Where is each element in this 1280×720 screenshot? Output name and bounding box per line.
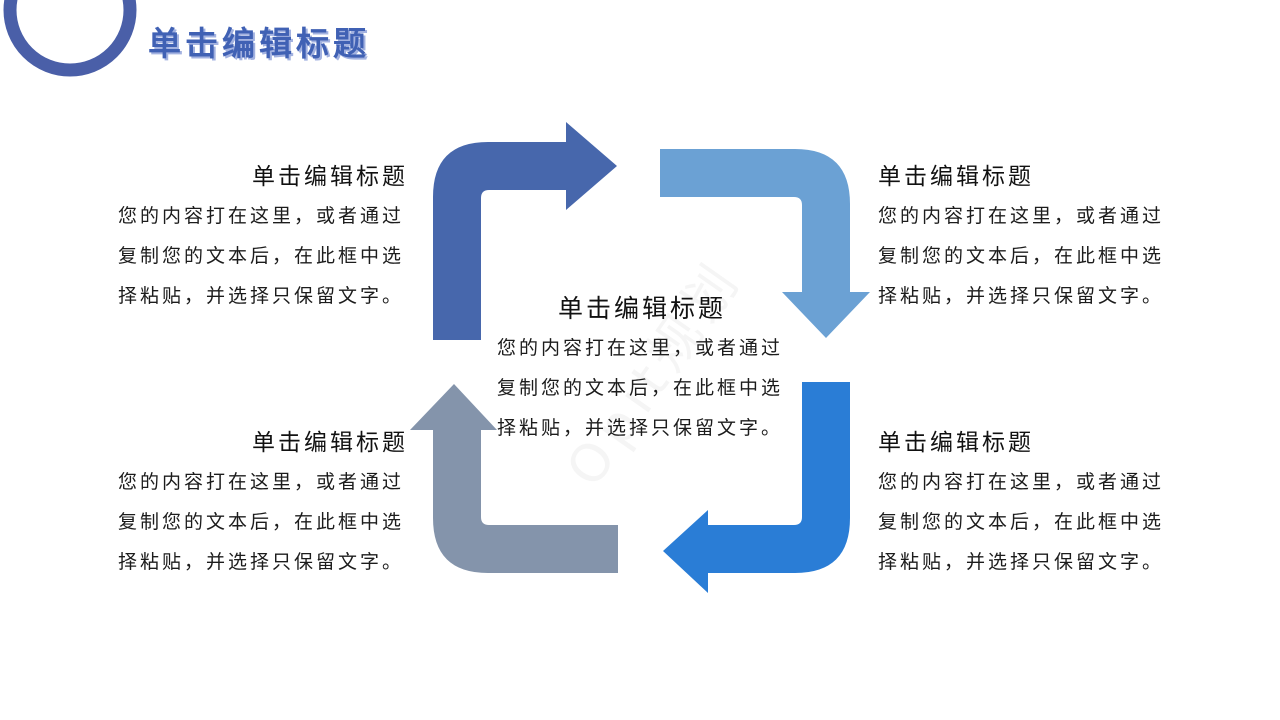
text-block-title[interactable]: 单击编辑标题 — [252, 430, 408, 456]
text-block-title[interactable]: 单击编辑标题 — [252, 164, 408, 190]
text-block-body[interactable]: 您的内容打在这里，或者通过复制您的文本后，在此框中选择粘贴，并选择只保留文字。 — [118, 205, 405, 307]
ring-circle — [3, 0, 137, 77]
text-block-title[interactable]: 单击编辑标题 — [557, 294, 726, 323]
text-block-bottom-right[interactable]: 单击编辑标题 您的内容打在这里，或者通过复制您的文本后，在此框中选择粘贴，并选择… — [878, 426, 1168, 582]
text-block-top-left[interactable]: 单击编辑标题 您的内容打在这里，或者通过复制您的文本后，在此框中选择粘贴，并选择… — [118, 160, 408, 316]
text-block-body[interactable]: 您的内容打在这里，或者通过复制您的文本后，在此框中选择粘贴，并选择只保留文字。 — [878, 205, 1165, 307]
text-block-body[interactable]: 您的内容打在这里，或者通过复制您的文本后，在此框中选择粘贴，并选择只保留文字。 — [878, 471, 1165, 573]
text-block-center[interactable]: 单击编辑标题 您的内容打在这里，或者通过复制您的文本后，在此框中选择粘贴，并选择… — [497, 292, 787, 448]
slide-title[interactable]: 单击编辑标题 — [148, 24, 370, 63]
text-block-body[interactable]: 您的内容打在这里，或者通过复制您的文本后，在此框中选择粘贴，并选择只保留文字。 — [497, 337, 784, 439]
text-block-body[interactable]: 您的内容打在这里，或者通过复制您的文本后，在此框中选择粘贴，并选择只保留文字。 — [118, 471, 405, 573]
ring-logo-icon — [3, 0, 137, 77]
text-block-title[interactable]: 单击编辑标题 — [878, 430, 1034, 456]
text-block-bottom-left[interactable]: 单击编辑标题 您的内容打在这里，或者通过复制您的文本后，在此框中选择粘贴，并选择… — [118, 426, 408, 582]
text-block-title[interactable]: 单击编辑标题 — [878, 164, 1034, 190]
text-block-top-right[interactable]: 单击编辑标题 您的内容打在这里，或者通过复制您的文本后，在此框中选择粘贴，并选择… — [878, 160, 1168, 316]
